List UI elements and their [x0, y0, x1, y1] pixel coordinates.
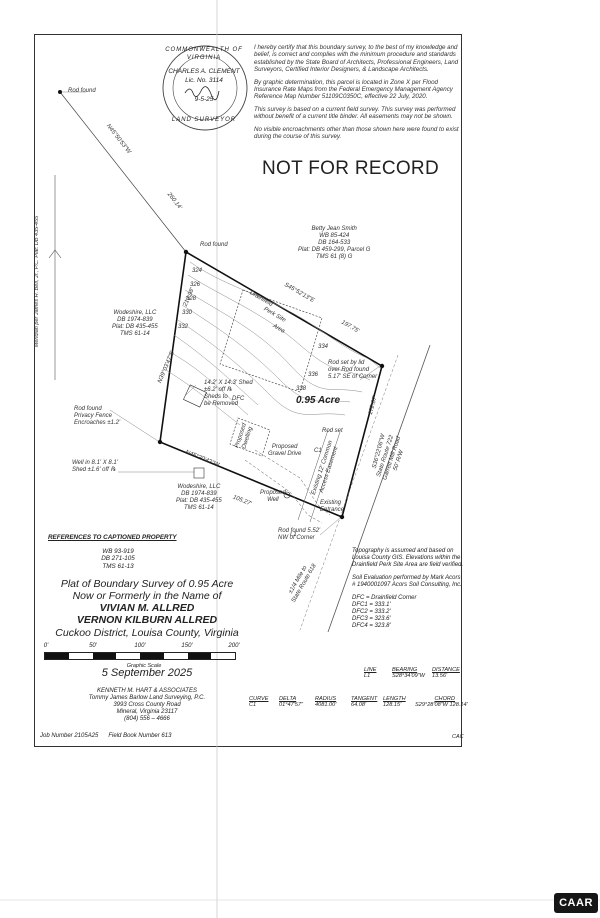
corner-marker	[379, 363, 385, 369]
dfc-note: DFC = Drainfield Corner DFC1 = 333.1' DF…	[352, 595, 417, 629]
contour-label: 330	[182, 310, 193, 316]
owner-1: VIVIAN M. ALLRED	[99, 602, 195, 614]
scale-tick: 150'	[181, 643, 193, 649]
job-info: Job Number 2105A25 Field Book Number 613	[40, 733, 171, 739]
corner-marker	[157, 439, 163, 445]
acreage-label: 0.95 Acre	[296, 395, 341, 406]
contour-label: 326	[190, 282, 201, 288]
seal-date: 9-5-25	[194, 96, 214, 103]
seal-ring	[172, 55, 238, 121]
owner-2: VERNON KILBURN ALLRED	[76, 614, 218, 626]
shed	[183, 384, 207, 408]
contour-label: 336	[308, 372, 319, 378]
scale-tick: 0'	[43, 643, 49, 649]
line-l1-label: L1	[290, 532, 297, 538]
scale-caption: Graphic Scale	[126, 663, 162, 669]
title-line-2: Now or Formerly in the Name of	[72, 590, 222, 602]
curve-table: CURVE DELTA RADIUS TANGENT LENGTH CHORD …	[249, 696, 468, 708]
contour-label: 324	[192, 268, 203, 274]
road-edge	[299, 354, 399, 631]
meridian-label: Meridian per James H. Bell, Jr., P.C. Pl…	[34, 215, 41, 348]
surveyor-seal: COMMONWEALTH OF VIRGINIA CHARLES A. CLEM…	[160, 44, 248, 132]
seal-ring	[162, 45, 248, 131]
rod-found-bottom-label: Rod found 5.52'NW of Corner	[278, 528, 321, 541]
drainfield-area	[219, 289, 323, 393]
contour-label: 334	[318, 344, 329, 350]
extension-line	[59, 91, 187, 253]
well-shed	[193, 467, 205, 479]
well-label: Well in 8.1' X 8.1'Shed ±1.6' off ℞	[72, 460, 118, 473]
soil-note: Soil Evaluation performed by Mark Acors …	[352, 575, 462, 588]
proposed-dwelling	[229, 417, 271, 457]
line-table: LINE BEARING DISTANCE L1 S28°34'09"W 13.…	[364, 667, 460, 679]
proposed-drive	[244, 459, 323, 524]
leader-lines	[62, 91, 381, 536]
scale-tick: 200'	[228, 643, 240, 649]
encroachment-note: No visible encroachments other than thos…	[254, 125, 459, 141]
district: Cuckoo District, Louisa County, Virginia	[55, 627, 239, 639]
title-line-1: Plat of Boundary Survey of 0.95 Acre	[60, 578, 234, 590]
easement-line	[297, 429, 329, 521]
plat-date: 5 September 2025	[101, 667, 193, 679]
references-block: REFERENCES TO CAPTIONED PROPERTY WB 93-9…	[48, 534, 188, 570]
rod-found-label: Rod found	[68, 88, 96, 94]
contour-label: 328	[186, 296, 197, 302]
seal-license: Lic. No. 3114	[185, 77, 223, 84]
curve-c1-label: C1	[314, 448, 322, 454]
contour-lines	[165, 261, 381, 426]
road-edge	[327, 344, 431, 633]
reference-line: DB 271-105	[101, 555, 135, 562]
contour-label: 338	[296, 386, 307, 392]
job-number: Job Number 2105A25	[40, 733, 99, 739]
signature	[184, 86, 220, 101]
field-book: Field Book Number 613	[108, 733, 172, 739]
topography-note: Topography is assumed and based on Louis…	[352, 548, 464, 568]
easement-line	[309, 431, 341, 523]
scale-tick: 100'	[134, 643, 146, 649]
references-heading: REFERENCES TO CAPTIONED PROPERTY	[48, 534, 177, 541]
certification-block: I hereby certify that this boundary surv…	[254, 44, 464, 145]
plat-sheet	[34, 34, 462, 747]
scale-bar	[44, 652, 236, 660]
cert-statement: I hereby certify that this boundary surv…	[254, 44, 459, 74]
proposed-well	[283, 491, 291, 499]
rod-set-label: Rod set	[322, 428, 343, 434]
contour-label: 332	[178, 324, 189, 330]
reference-line: TMS 61-13	[102, 562, 134, 570]
corner-marker	[183, 249, 189, 255]
not-for-record-stamp: NOT FOR RECORD	[262, 158, 439, 179]
proposed-drive	[254, 449, 331, 516]
seal-ring-top: COMMONWEALTH OF VIRGINIA	[165, 47, 243, 61]
rod-found-corner-label: Rod found	[200, 242, 228, 248]
seal-name: CHARLES A. CLEMENT	[168, 68, 240, 75]
corner-marker	[339, 514, 345, 520]
notes-block: Topography is assumed and based on Louis…	[352, 548, 464, 636]
graphic-scale: 0' 50' 100' 150' 200' Graphic Scale	[44, 643, 244, 669]
reference-line: WB 93-919	[102, 547, 134, 555]
scale-tick: 50'	[89, 643, 97, 649]
initials: CAC	[452, 734, 464, 740]
flood-statement: By graphic determination, this parcel is…	[254, 78, 453, 101]
dfc-label: DFC	[232, 396, 245, 402]
survey-basis: This survey is based on a current field …	[254, 105, 456, 121]
meridian-arrow	[48, 249, 62, 259]
corner-marker	[58, 90, 62, 94]
caar-badge: CAAR	[554, 893, 598, 913]
seal-ring-bottom: LAND SURVEYOR	[171, 117, 237, 123]
plat-title: Plat of Boundary Survey of 0.95 Acre Now…	[42, 578, 252, 639]
